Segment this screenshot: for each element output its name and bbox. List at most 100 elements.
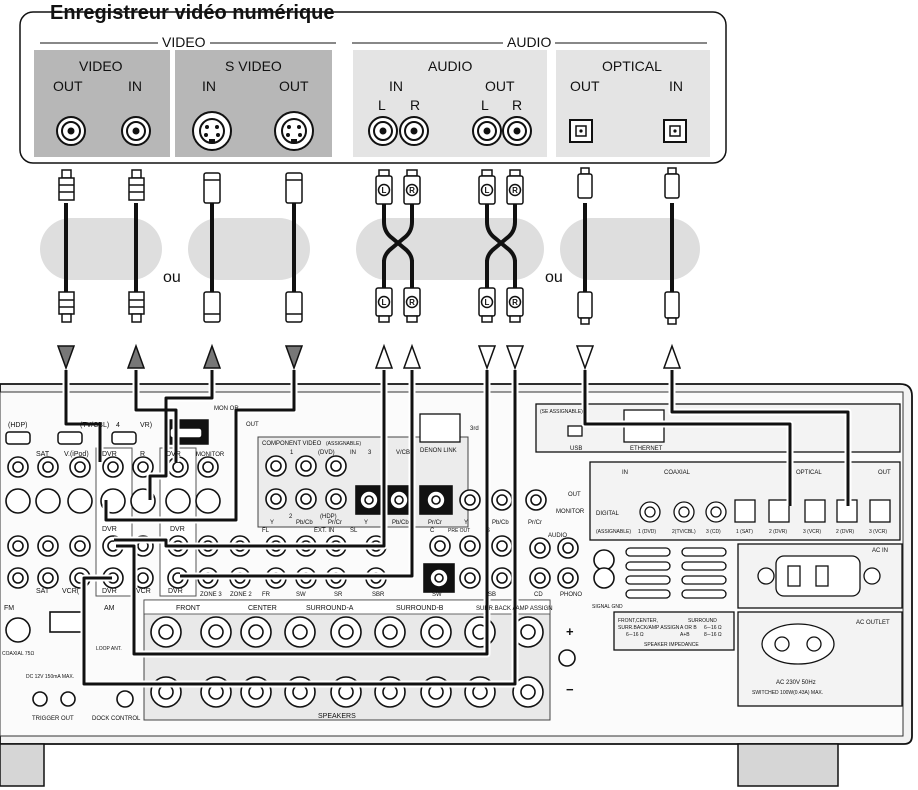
label-center: CENTER <box>248 605 277 612</box>
label-dvr: DVR <box>168 588 183 595</box>
rca-plug <box>58 291 75 323</box>
audio-in-cable <box>381 203 415 292</box>
label-ipod: V.(iPod) <box>64 451 89 458</box>
label-sw: SW <box>296 592 306 598</box>
rca-plug <box>58 169 75 201</box>
s-video-jack-row <box>5 488 221 514</box>
audio-plug-r <box>506 169 524 205</box>
audio-section-label: AUDIO <box>428 58 473 74</box>
label-dvr: DVR <box>102 451 117 458</box>
label-fr: FR <box>262 592 271 598</box>
rca-jack <box>56 116 86 146</box>
label-ac-in: AC IN <box>872 548 888 554</box>
label-digital-input: 2(TV/CBL) <box>672 529 696 535</box>
port-label-r: R <box>410 97 421 113</box>
label-minus: − <box>566 682 574 697</box>
label-speaker-impedance: SPEAKER IMPEDANCE <box>644 642 699 648</box>
label-digital-input: 1 (SAT) <box>736 529 753 535</box>
optical-out-port <box>869 499 891 523</box>
rca-plug <box>128 291 145 323</box>
label-plus: + <box>566 624 574 639</box>
optical-plug <box>577 167 593 199</box>
label-fm: FM <box>4 605 14 612</box>
port-label-in: IN <box>128 78 142 94</box>
label-sat: SAT <box>36 588 50 595</box>
or-label: ou <box>163 269 181 286</box>
receiver-foot <box>737 743 839 787</box>
plug-letter-l: L <box>485 298 490 307</box>
port-label-l: L <box>378 97 386 113</box>
receiver-foot <box>0 743 45 787</box>
s-video-section-label: S VIDEO <box>225 58 282 74</box>
port-label-r: R <box>512 97 523 113</box>
label-switched: SWITCHED 100W(0.43A) MAX. <box>752 690 823 696</box>
label-y: Y <box>464 520 468 526</box>
port-label-out: OUT <box>570 78 600 94</box>
arrow-up-icon <box>662 343 682 369</box>
receiver-labels: (HDP) (TV/CBL) 4 VR) MON OR OUT SAT V.(i… <box>2 406 891 722</box>
label-digital-input: 2 (DVR) <box>836 529 854 535</box>
label-r: R <box>140 451 145 458</box>
label-trigger-out: TRIGGER OUT <box>32 716 74 722</box>
label-range3: 8∼16 Ω <box>704 632 722 638</box>
plug-letters: L R L R L R L R <box>382 186 519 307</box>
signal-gnd-terminal <box>593 567 615 589</box>
label-fl: FL <box>262 528 270 534</box>
rca-jack <box>121 116 151 146</box>
cable-plugs <box>58 167 680 325</box>
s-video-plug <box>285 172 303 204</box>
arrow-down-icon <box>477 345 497 371</box>
label-third: 3rd <box>470 426 479 432</box>
label-digital-assignable: (ASSIGNABLE) <box>596 529 631 535</box>
label-signal-gnd: SIGNAL GND <box>592 604 623 610</box>
label-pbcb: Pb/Cb <box>296 520 313 526</box>
label-three: 3 <box>368 450 372 456</box>
label-digital-in: IN <box>622 470 628 476</box>
ac-outlet <box>761 623 835 665</box>
optical-jack <box>569 119 593 143</box>
arrow-up-icon <box>202 343 222 369</box>
signal-direction-arrows <box>56 343 682 371</box>
label-sw: SW <box>432 592 442 598</box>
optical-plug <box>577 291 593 325</box>
rca-jack <box>502 116 532 146</box>
label-range2: 6∼16 Ω <box>704 625 722 631</box>
label-dvr: DVR <box>170 526 185 533</box>
label-phono: PHONO <box>560 592 582 598</box>
label-voltage: AC 230V 50Hz <box>776 680 816 686</box>
cables <box>64 203 674 294</box>
label-monitor: MONITOR <box>556 509 585 515</box>
optical-in-port <box>734 499 756 523</box>
audio-plug-r <box>403 169 421 205</box>
label-prcr: Pr/Cr <box>528 520 542 526</box>
plug-letter-l: L <box>485 186 490 195</box>
arrow-up-icon <box>126 343 146 369</box>
label-ethernet: ETHERNET <box>630 446 663 452</box>
hdmi-port <box>5 431 31 445</box>
speaker-impedance-block <box>613 611 735 651</box>
rca-plug <box>128 169 145 201</box>
plug-letter-r: R <box>512 298 518 307</box>
label-hdp: (HDP) <box>8 422 27 429</box>
label-surround: SURROUND <box>688 618 717 624</box>
label-vcr: VCR <box>136 588 151 595</box>
audio-highlight <box>356 218 544 280</box>
label-assignable-short: (SE ASSIGNABLE) <box>540 409 583 415</box>
label-a-or-b: A OR B <box>680 625 697 631</box>
label-am: AM <box>104 605 115 612</box>
s-video-jack <box>274 111 314 151</box>
rca-jack <box>399 116 429 146</box>
routed-cables-core <box>64 370 850 686</box>
port-label-in: IN <box>669 78 683 94</box>
s-video-plug <box>203 291 221 323</box>
plug-letter-l: L <box>382 186 387 195</box>
video-in-route <box>134 370 178 462</box>
label-vr: VR) <box>140 422 152 429</box>
optical-out-route <box>583 370 792 506</box>
speaker-terminals-top <box>150 616 544 648</box>
label-component-video: COMPONENT VIDEO <box>262 441 322 447</box>
label-speakers: SPEAKERS <box>318 713 356 720</box>
cable-group-highlights <box>40 218 700 280</box>
arrow-down-icon <box>56 345 76 371</box>
label-pbcb: Pb/Cb <box>492 520 509 526</box>
